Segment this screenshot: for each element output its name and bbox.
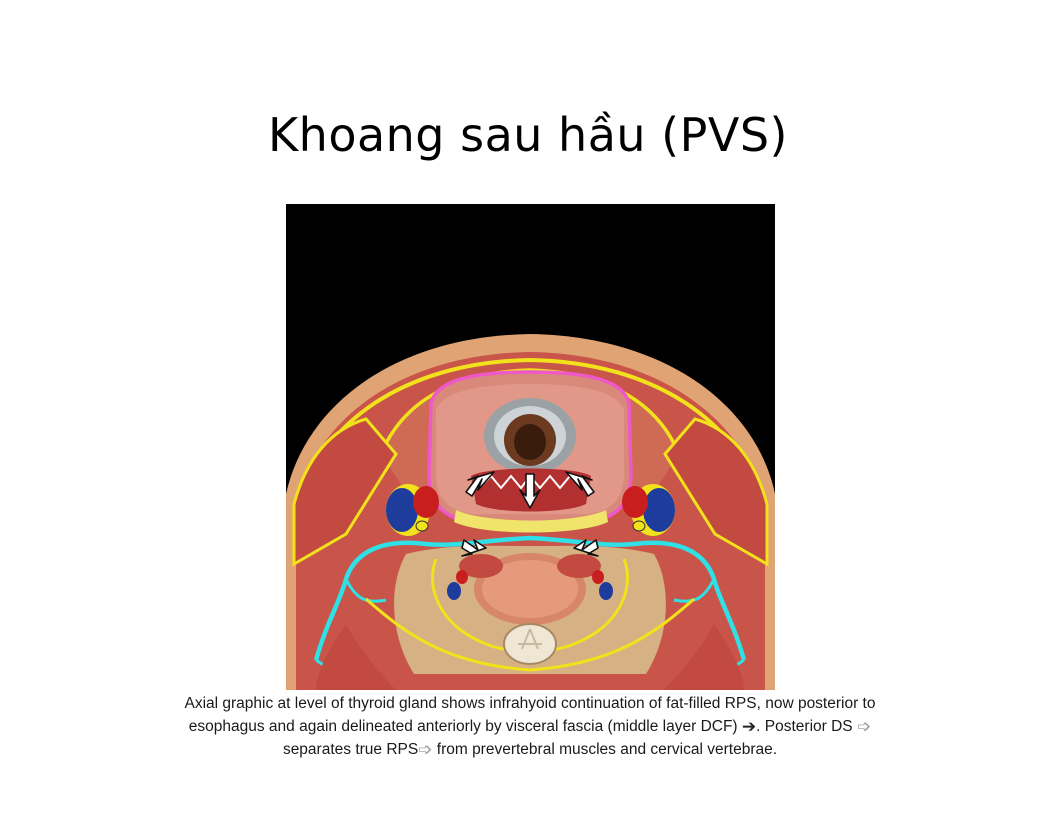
retropharyngeal-space xyxy=(454,510,608,533)
caption-line-2: esophagus and again delineated anteriorl… xyxy=(100,715,960,738)
longus-colli-right xyxy=(557,554,601,578)
caption-line-3-text: separates true RPS xyxy=(282,741,419,758)
solid-arrow-icon: ➔ xyxy=(741,717,757,736)
carotid-sheath-left xyxy=(386,484,439,536)
open-arrow-icon-2: ➩ xyxy=(418,740,433,759)
caption-line-3-text-b: from prevertebral muscles and cervical v… xyxy=(432,741,778,758)
caption-line-2-text: esophagus and again delineated anteriorl… xyxy=(188,718,738,735)
caption-line-1: Axial graphic at level of thyroid gland … xyxy=(184,695,876,712)
open-arrow-icon: ➩ xyxy=(856,717,872,736)
figure-caption: Axial graphic at level of thyroid gland … xyxy=(100,692,960,761)
deep-cervical-fascia xyxy=(313,535,747,661)
annotation-arrows xyxy=(461,471,599,557)
axial-neck-graphic xyxy=(286,204,775,690)
slide-title: Khoang sau hầu (PVS) xyxy=(268,108,788,162)
caption-line-2-text-b: . Posterior DS xyxy=(756,718,853,735)
sternocleidomastoid-left xyxy=(292,417,398,567)
carotid-sheath-right xyxy=(622,484,675,536)
sternocleidomastoid-right xyxy=(663,417,769,567)
caption-line-3: separates true RPS➩ from prevertebral mu… xyxy=(100,738,960,761)
longus-colli-left xyxy=(459,554,503,578)
